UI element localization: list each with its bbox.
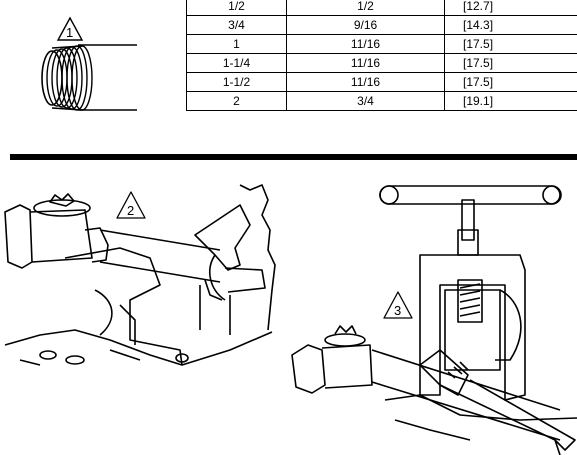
section-divider xyxy=(10,154,577,160)
yoke-vise-illustration xyxy=(291,185,577,455)
threaded-pipe-illustration xyxy=(41,16,137,111)
cell-mm: [17.5] xyxy=(444,53,577,73)
cell-pipe-size: 1-1/4 xyxy=(186,53,287,73)
callout-triangle-3 xyxy=(383,291,413,319)
callout-number-3: 3 xyxy=(394,303,401,318)
callout-triangle-2 xyxy=(116,191,146,219)
callout-number-1: 1 xyxy=(66,25,73,40)
cell-mm: [19.1] xyxy=(444,91,577,111)
cell-inch: 9/16 xyxy=(286,15,445,35)
cell-inch: 3/4 xyxy=(286,91,445,111)
callout-triangle-1 xyxy=(56,16,84,41)
callout-number-2: 2 xyxy=(127,203,134,218)
cell-mm: [17.5] xyxy=(444,34,577,54)
pipe-vise-wrench-illustration xyxy=(4,184,276,366)
